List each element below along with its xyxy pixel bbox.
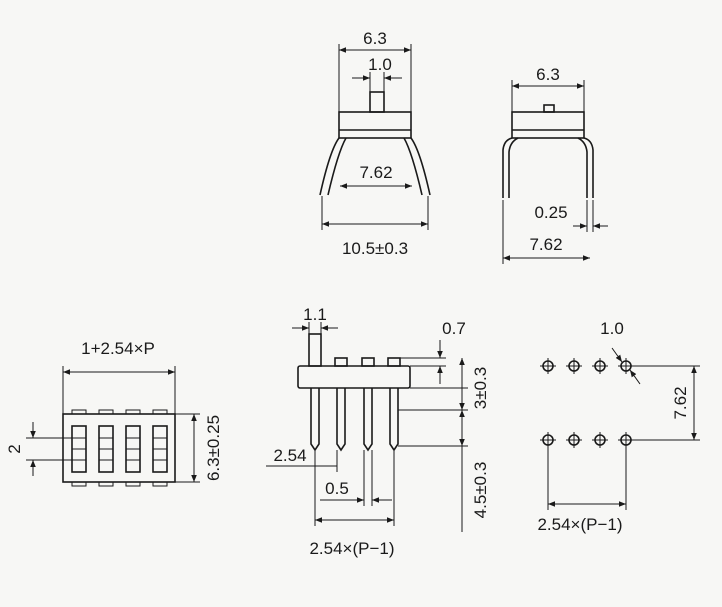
pin-1	[310, 388, 320, 452]
footprint-span-label: 2.54×(P−1)	[537, 515, 622, 534]
footprint-view: 1.0 7.62 2.54×(P−1)	[537, 319, 700, 534]
top-body	[62, 413, 176, 483]
front-pitch-label: 7.62	[359, 163, 392, 182]
lead-length-label: 4.5±0.3	[471, 462, 490, 519]
front-lead-right	[410, 137, 431, 196]
footprint-holes-top-row	[542, 360, 632, 372]
top-slot-height-label: 2	[5, 444, 24, 453]
lead-pin-width-label: 1.1	[303, 305, 327, 324]
footprint-holes-bottom-row	[542, 434, 632, 446]
top-view: 1+2.54×P 6.3±0.25 2	[5, 339, 223, 487]
side-actuator	[543, 104, 555, 113]
lead-body-height-label: 3±0.3	[471, 367, 490, 409]
top-height-label: 6.3±0.25	[204, 415, 223, 481]
lead-pitch-label: 2.54	[273, 446, 306, 465]
lead-pin-thickness-label: 0.5	[325, 479, 349, 498]
side-top-width-label: 6.3	[536, 65, 560, 84]
side-pitch-label: 7.62	[529, 235, 562, 254]
front-body	[338, 111, 412, 139]
side-lead-left	[502, 137, 513, 198]
side-body	[511, 111, 585, 139]
lead-body	[297, 365, 411, 389]
side-lead-thickness-label: 0.25	[534, 203, 567, 222]
lead-view: 1.1 0.7 3±0.3 4.5±0.3 2.54 0.5 2.54×(P−1…	[266, 305, 490, 558]
side-lead-right	[583, 137, 594, 198]
lead-span-label: 2.54×(P−1)	[309, 539, 394, 558]
footprint-row-spacing-label: 7.62	[671, 386, 690, 419]
lead-actuator	[308, 333, 322, 367]
pin-3	[363, 388, 373, 452]
front-top-width-label: 6.3	[363, 29, 387, 48]
front-view: 6.3 1.0 7.62 10.5±0.3	[319, 29, 431, 258]
top-slots	[71, 425, 168, 473]
front-actuator-width-label: 1.0	[368, 55, 392, 74]
pin-2	[336, 388, 346, 452]
front-overall-width-label: 10.5±0.3	[342, 239, 408, 258]
lead-standoff-label: 0.7	[442, 319, 466, 338]
front-actuator	[369, 91, 385, 113]
pin-4	[389, 388, 399, 452]
side-view: 6.3 0.25 7.62	[502, 65, 608, 264]
front-lead-left	[319, 137, 340, 196]
top-length-label: 1+2.54×P	[81, 339, 155, 358]
footprint-hole-label: 1.0	[600, 319, 624, 338]
